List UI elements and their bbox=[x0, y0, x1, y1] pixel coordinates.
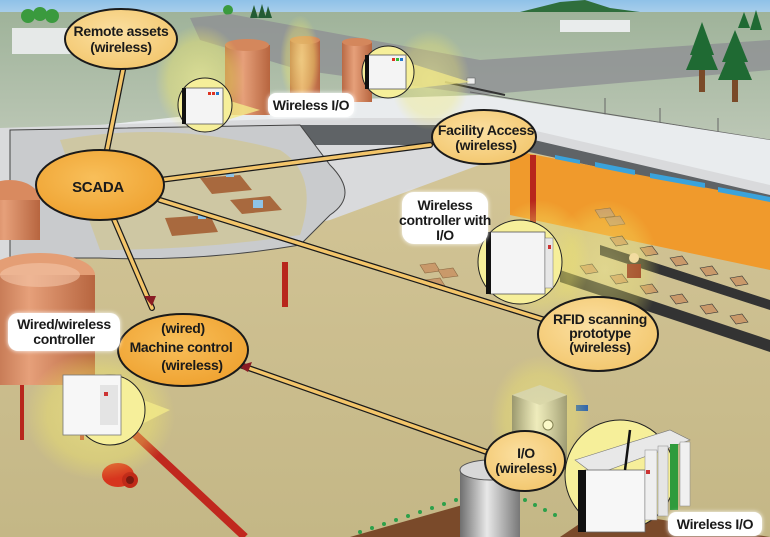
bubble-rfid-line2: prototype bbox=[569, 325, 631, 341]
bubble-rfid-line1: RFID scanning bbox=[553, 311, 647, 327]
bubble-rfid-scanning: RFID scanning prototype (wireless) bbox=[537, 296, 659, 372]
bubble-remote-assets-line1: Remote assets bbox=[74, 23, 169, 39]
label-wireless-controller-line2: controller with bbox=[399, 212, 491, 228]
label-wired-wireless-line1: Wired/wireless bbox=[17, 316, 111, 332]
signal-glow-wireless-io-top bbox=[280, 15, 320, 105]
bubble-facility-access-line2: (wireless) bbox=[455, 137, 517, 153]
label-wireless-io-top-text: Wireless I/O bbox=[273, 97, 350, 113]
bubble-scada: SCADA bbox=[35, 149, 165, 221]
bubble-io-line2: (wireless) bbox=[495, 460, 557, 476]
label-wired-wireless-controller: Wired/wireless controller bbox=[8, 313, 120, 351]
bubble-remote-assets: Remote assets (wireless) bbox=[64, 8, 178, 70]
label-wireless-io-bottom: Wireless I/O bbox=[668, 512, 762, 536]
bubble-machine-control: (wired) Machine control (wireless) bbox=[117, 313, 249, 387]
device-wireless-io-top-right bbox=[361, 45, 470, 99]
distant-hill bbox=[520, 0, 640, 12]
bubble-machine-control-line3: (wireless) bbox=[161, 357, 223, 373]
bubble-facility-access: Facility Access (wireless) bbox=[431, 109, 537, 165]
bubble-rfid-line3: (wireless) bbox=[569, 339, 631, 355]
device-wireless-io-top-left bbox=[177, 77, 260, 133]
bubble-io-wireless: I/O (wireless) bbox=[484, 430, 566, 492]
road bbox=[190, 14, 770, 95]
bubble-facility-access-line1: Facility Access bbox=[438, 122, 535, 138]
red-column bbox=[530, 155, 536, 245]
arrow-wireless bbox=[238, 362, 252, 372]
label-wireless-controller-line1: Wireless bbox=[417, 197, 473, 213]
label-wireless-controller-line3: I/O bbox=[436, 227, 454, 243]
distant-building-left bbox=[12, 28, 72, 54]
pine-trees bbox=[686, 10, 762, 102]
device-callouts bbox=[62, 45, 691, 533]
bushes bbox=[21, 5, 233, 23]
bubble-io-line1: I/O bbox=[517, 445, 535, 461]
device-wireless-controller bbox=[477, 219, 563, 305]
bubble-scada-label: SCADA bbox=[72, 179, 124, 196]
bubble-machine-control-line2: Machine control bbox=[130, 339, 233, 355]
label-wireless-io-bottom-text: Wireless I/O bbox=[677, 516, 754, 532]
label-wireless-controller: Wireless controller with I/O bbox=[399, 192, 491, 244]
bubble-remote-assets-line2: (wireless) bbox=[90, 39, 152, 55]
device-wireless-io-bottom bbox=[564, 419, 691, 533]
label-wired-wireless-line2: controller bbox=[33, 331, 95, 347]
factory-wall bbox=[510, 150, 770, 270]
bubble-machine-control-line1: (wired) bbox=[161, 320, 205, 336]
distant-building bbox=[560, 20, 630, 32]
arrow-wired bbox=[144, 296, 156, 306]
factory-windows bbox=[555, 155, 770, 202]
label-wireless-io-top: Wireless I/O bbox=[268, 93, 354, 117]
red-column-2 bbox=[282, 262, 288, 307]
connectors bbox=[102, 57, 548, 458]
small-trees bbox=[250, 4, 272, 18]
device-wired-wireless-controller bbox=[62, 374, 170, 446]
